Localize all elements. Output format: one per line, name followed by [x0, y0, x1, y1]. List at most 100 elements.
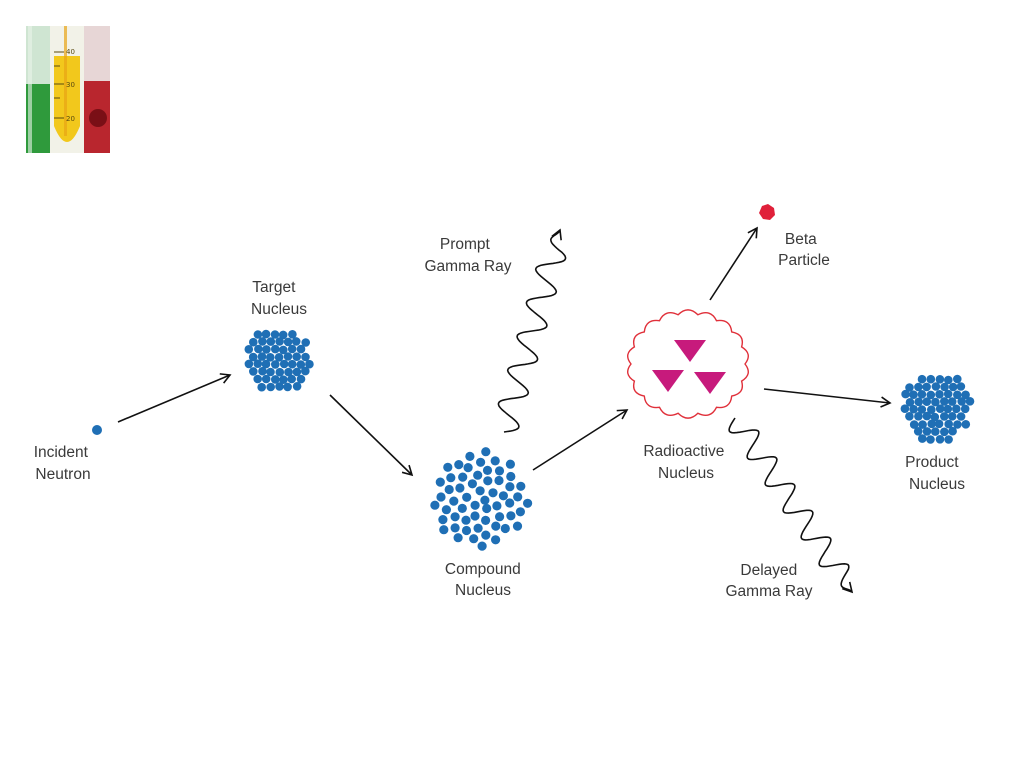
nucleon [909, 404, 918, 414]
incident-neutron-label: Incident Neutron [34, 444, 93, 483]
radioactive-nucleus-label-line2: Nucleus [658, 465, 714, 482]
nucleon [253, 374, 262, 384]
nucleon [944, 435, 953, 444]
nucleon [506, 471, 516, 482]
nucleon [470, 500, 480, 510]
product-nucleus-label: Product Nucleus [905, 454, 965, 493]
scale-label-20: 20 [66, 115, 75, 123]
nucleon [461, 515, 471, 525]
target-nucleus [244, 329, 314, 392]
nucleon [917, 405, 927, 414]
nucleon [490, 456, 500, 466]
nucleon [275, 337, 284, 346]
nucleon [470, 511, 480, 521]
nucleon [257, 382, 267, 392]
nucleon [961, 420, 971, 429]
incident-neutron-label-line1: Incident [34, 444, 89, 461]
nucleon [918, 434, 927, 443]
nucleon [301, 352, 310, 362]
nucleon [266, 367, 275, 377]
beta-particle-label: Beta Particle [778, 231, 830, 269]
nucleon [940, 382, 949, 392]
nucleon [481, 515, 491, 526]
nucleon [948, 412, 957, 421]
beta-particle [759, 204, 775, 220]
nucleon [513, 492, 523, 502]
nucleon [495, 512, 505, 522]
target-nucleus-label-line1: Target [252, 279, 296, 296]
nucleon [258, 366, 267, 376]
product-nucleus [900, 374, 975, 444]
nucleon [450, 523, 460, 533]
nucleon [287, 344, 297, 354]
nucleon [914, 412, 923, 421]
nucleon [454, 460, 464, 470]
nucleon [918, 420, 927, 429]
nucleon [473, 523, 483, 533]
nucleon [254, 344, 263, 354]
arrow-neutron-to-target [117, 373, 232, 423]
scale-label-40: 40 [66, 48, 75, 56]
nucleon [505, 498, 515, 508]
target-nucleus-label: Target Nucleus [251, 279, 307, 318]
nucleon [953, 420, 962, 429]
nucleon [498, 491, 508, 501]
nucleon [450, 512, 460, 522]
nucleon [917, 390, 927, 399]
nucleon [961, 390, 970, 400]
nucleon [262, 345, 271, 354]
nucleon [952, 404, 961, 414]
nucleon [441, 505, 451, 515]
nucleon [948, 382, 958, 392]
nucleon [266, 353, 275, 362]
nucleon [465, 451, 475, 461]
nucleon [940, 397, 949, 406]
nucleon [301, 366, 310, 376]
nucleon [475, 486, 485, 496]
nucleon [492, 501, 502, 511]
nucleon [931, 397, 940, 407]
nucleon [506, 511, 516, 521]
nucleon [457, 503, 467, 513]
nucleon [284, 367, 293, 377]
nucleon [944, 375, 953, 385]
nucleon [461, 525, 472, 536]
product-nucleus-label-line1: Product [905, 454, 959, 471]
nucleon [957, 397, 966, 406]
nucleon [279, 359, 289, 369]
nucleon [271, 375, 280, 384]
nucleon [296, 360, 306, 369]
nucleon [482, 465, 493, 475]
nucleon [953, 390, 962, 400]
nucleon [481, 447, 491, 457]
nucleon [922, 411, 932, 421]
nucleon [500, 523, 510, 534]
nucleon [926, 374, 936, 384]
nucleon [446, 473, 456, 483]
nucleon [931, 382, 941, 391]
nucleon [275, 382, 284, 391]
nucleon [931, 427, 940, 436]
nucleon [278, 330, 288, 340]
arrow-compound-to-radioactive [532, 409, 629, 471]
nucleon [930, 412, 940, 422]
prompt-gamma-ray-wave [497, 228, 567, 433]
nucleon [934, 419, 944, 429]
nucleon [266, 337, 276, 346]
nucleon [274, 353, 284, 362]
nucleon [935, 390, 944, 399]
nucleon [292, 367, 302, 377]
nucleon [494, 466, 505, 476]
nucleon [922, 397, 932, 407]
nucleon [436, 492, 446, 502]
arrow-target-to-compound [329, 394, 414, 477]
incident-neutron-particle [92, 425, 102, 435]
compound-nucleus-label-line1: Compound [445, 561, 521, 578]
nucleon [926, 390, 936, 400]
nucleon [248, 352, 258, 362]
nucleon [292, 382, 302, 391]
nucleon [905, 398, 915, 407]
nucleon [926, 435, 935, 444]
nucleon [476, 457, 486, 467]
